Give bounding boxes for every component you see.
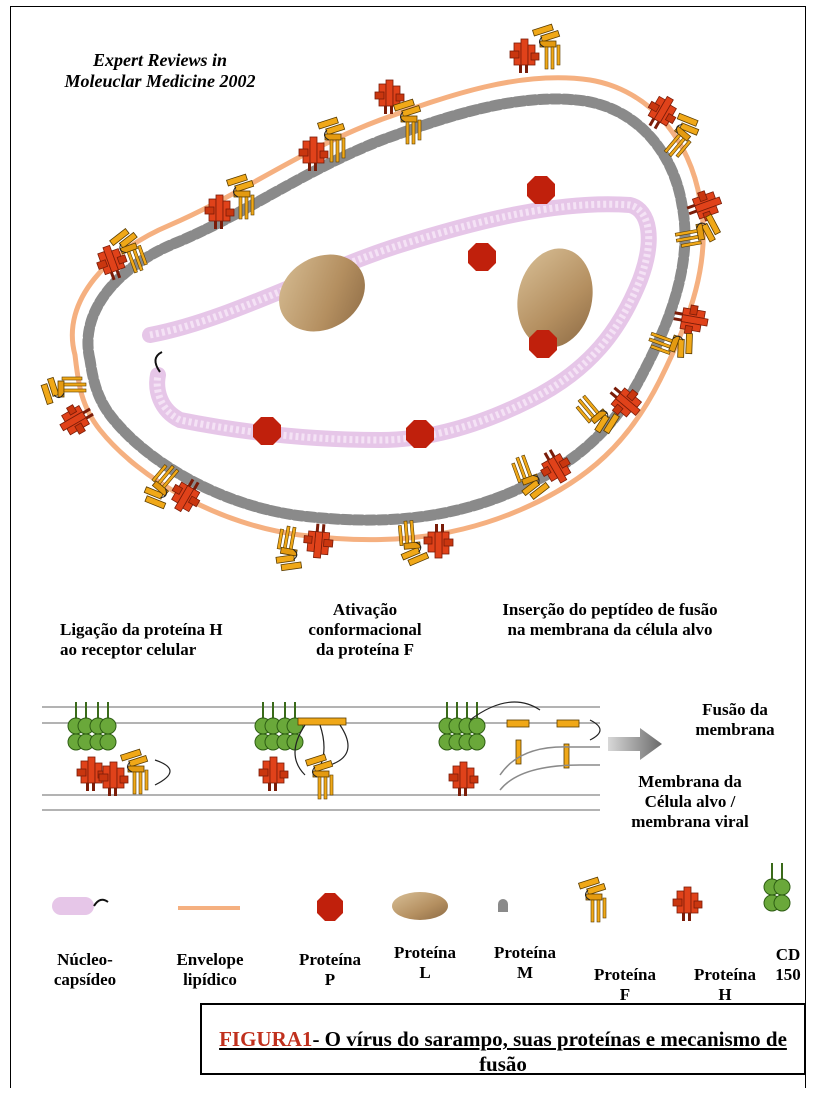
figure-caption-text: - O vírus do sarampo, suas proteínas e m…: [312, 1027, 786, 1076]
legend-envelope-glyph: [178, 906, 240, 910]
fusion-stage-insertion: [439, 702, 600, 796]
figure-caption-key: FIGURA1: [219, 1027, 312, 1051]
legend-cd150-glyph: [764, 863, 790, 911]
legend-protein-h-glyph: [673, 887, 702, 921]
figure-caption: FIGURA1- O vírus do sarampo, suas proteí…: [202, 1027, 804, 1077]
fusion-arrow: [608, 728, 662, 760]
legend-protein-p-glyph: [317, 893, 343, 921]
fusion-stage-binding: [68, 702, 170, 796]
legend-protein-m-glyph: [498, 899, 508, 912]
legend-protein-f-glyph: [579, 877, 606, 922]
matrix-protein-layer: [88, 99, 685, 520]
credit-text: Expert Reviews in Moleuclar Medicine 200…: [30, 50, 290, 92]
legend-nucleocapsid-label: Núcleo-capsídeo: [40, 950, 130, 990]
fusion-stage-activation: [255, 702, 348, 799]
legend-nucleocapsid-glyph: [52, 897, 108, 915]
figure-caption-box: FIGURA1- O vírus do sarampo, suas proteí…: [200, 1003, 806, 1075]
legend-protein-l-glyph: [392, 892, 448, 920]
